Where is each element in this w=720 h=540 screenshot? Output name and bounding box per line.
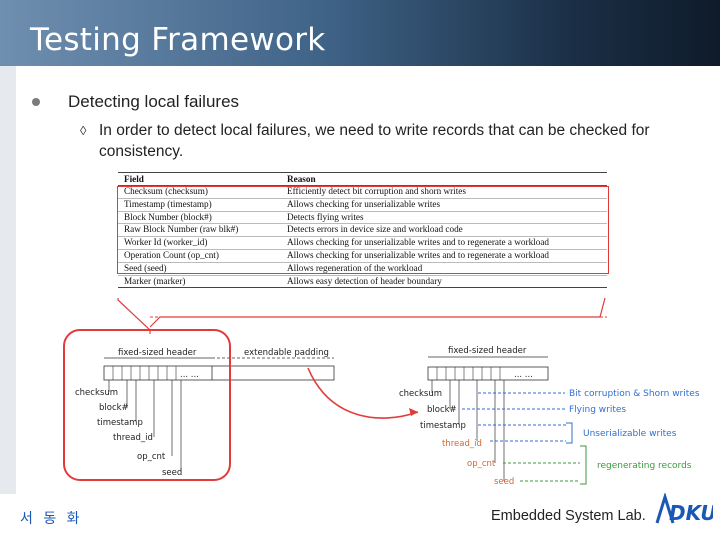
transition-arrow <box>307 367 419 419</box>
annotation-bit-corruption: Bit corruption & Shorn writes <box>569 389 700 399</box>
table-header-field: Field <box>124 174 144 184</box>
table-header-row: Field Reason <box>118 173 607 186</box>
right-field-seed: seed <box>494 477 514 487</box>
table-cell-field: Checksum (checksum) <box>124 186 208 196</box>
table-row: Timestamp (timestamp) Allows checking for… <box>118 199 607 212</box>
arrow-head-icon <box>409 408 418 416</box>
table-cell-reason: Allows checking for unserializable write… <box>287 237 549 248</box>
left-ellipsis: ... ... <box>180 370 199 380</box>
right-header-bar <box>427 366 549 381</box>
table-cell-reason: Detects flying writes <box>287 211 364 222</box>
table-connector-line <box>117 298 151 334</box>
right-ellipsis: ... ... <box>514 370 533 380</box>
table-cell-field: Raw Block Number (raw blk#) <box>124 224 239 235</box>
annotation-unserializable: Unserializable writes <box>583 429 677 439</box>
left-field-block: block# <box>99 403 129 413</box>
table-cell-reason: Allows checking for unserializable write… <box>287 198 441 209</box>
bullet-level2-text: In order to detect local failures, we ne… <box>99 122 650 160</box>
annotation-regenerating: regenerating records <box>597 461 692 471</box>
table-row: Operation Count (op_cnt) Allows checking … <box>118 250 607 263</box>
table-row: Block Number (block#) Detects flying writ… <box>118 212 607 225</box>
table-cell-reason: Allows regeneration of the workload <box>287 262 423 273</box>
table-cell-reason: Allows easy detection of header boundary <box>287 275 442 286</box>
bullet-dot-icon <box>32 98 40 106</box>
table-row: Worker Id (worker_id) Allows checking for… <box>118 237 607 250</box>
slide-title: Testing Framework <box>30 22 326 58</box>
table-cell-field: Block Number (block#) <box>124 211 212 222</box>
annotation-bracket <box>566 422 573 444</box>
right-field-timestamp: timestamp <box>420 421 466 431</box>
svg-text:DKU: DKU <box>669 501 713 525</box>
table-cell-reason: Efficiently detect bit corruption and sh… <box>287 186 466 196</box>
table-cell-field: Worker Id (worker_id) <box>124 237 208 248</box>
left-field-timestamp: timestamp <box>97 418 143 428</box>
table-header-reason: Reason <box>287 174 316 184</box>
left-field-op-cnt: op_cnt <box>137 452 166 462</box>
table-cell-field: Marker (marker) <box>124 275 186 286</box>
table-row: Marker (marker) Allows easy detection of … <box>118 276 607 288</box>
title-bar <box>0 0 720 66</box>
table-row: Seed (seed) Allows regeneration of the wo… <box>118 263 607 276</box>
table-cell-reason: Detects errors in device size and worklo… <box>287 224 463 235</box>
table-cell-reason: Allows checking for unserializable write… <box>287 249 549 260</box>
bullet-square-icon: ◊ <box>80 123 87 138</box>
left-header-bar <box>103 365 335 381</box>
left-field-thread-id: thread_id <box>113 433 153 443</box>
table-cell-field: Timestamp (timestamp) <box>124 198 212 209</box>
lab-name: Embedded System Lab. <box>491 508 646 524</box>
right-field-thread-id: thread_id <box>442 439 482 449</box>
header-fields-table: Field Reason Checksum (checksum) Efficien… <box>118 172 607 289</box>
annotation-flying-writes: Flying writes <box>569 405 626 415</box>
table-connector-line <box>149 297 606 328</box>
table-highlight-box <box>117 186 609 274</box>
table-row: Checksum (checksum) Efficiently detect bi… <box>118 186 607 199</box>
table-cell-field: Operation Count (op_cnt) <box>124 249 219 260</box>
left-field-seed: seed <box>162 468 182 478</box>
dku-logo-icon: DKU <box>655 493 713 525</box>
right-field-op-cnt: op_cnt <box>467 459 496 469</box>
left-field-checksum: checksum <box>75 388 118 398</box>
left-highlight-box <box>63 329 231 481</box>
bullet-level1-text: Detecting local failures <box>68 92 240 111</box>
left-header-label: fixed-sized header <box>118 348 197 358</box>
left-padding-label: extendable padding <box>244 348 329 358</box>
annotation-bracket <box>580 445 587 485</box>
right-field-block: block# <box>427 405 457 415</box>
author-name: 서 동 화 <box>20 511 83 527</box>
right-header-label: fixed-sized header <box>448 346 527 356</box>
table-cell-field: Seed (seed) <box>124 262 167 273</box>
left-accent-bar <box>0 66 16 494</box>
table-row: Raw Block Number (raw blk#) Detects error… <box>118 224 607 238</box>
right-field-checksum: checksum <box>399 389 442 399</box>
